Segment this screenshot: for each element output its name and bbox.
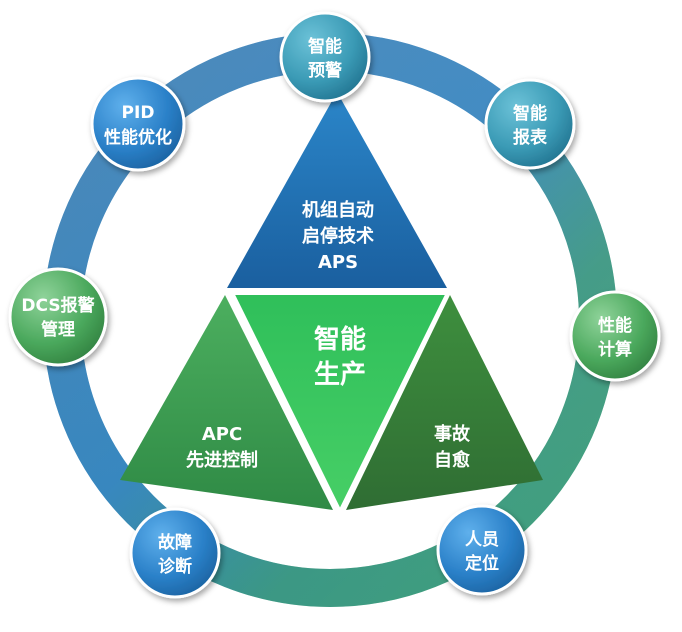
node-report-label-2: 报表: [513, 127, 548, 148]
node-personnel-location-label-2: 定位: [465, 553, 499, 574]
top-triangle-label-2: 启停技术: [302, 225, 374, 247]
node-fault-diagnosis-label-2: 诊断: [158, 556, 192, 577]
triangle-group: [120, 92, 543, 517]
node-warning-label-2: 预警: [308, 60, 342, 81]
left-triangle: [120, 295, 333, 510]
top-triangle-label-1: 机组自动: [302, 199, 374, 221]
node-dcs-alarm: DCS报警 管理: [8, 267, 108, 367]
node-performance-calc-label-1: 性能: [598, 315, 632, 336]
center-triangle: [228, 291, 452, 517]
node-fault-diagnosis: 故障 诊断: [129, 507, 221, 599]
node-personnel-location-circle: [436, 504, 528, 596]
node-report: 智能 报表: [484, 78, 576, 170]
node-warning: 智能 预警: [279, 11, 371, 103]
node-pid-optimization-label-2: 性能优化: [104, 127, 172, 148]
node-pid-optimization-label-1: PID: [122, 103, 155, 123]
node-report-circle: [484, 78, 576, 170]
node-report-label-1: 智能: [513, 103, 547, 124]
left-triangle-label-2: 先进控制: [186, 449, 258, 471]
center-label-1: 智能: [314, 324, 366, 355]
node-performance-calc: 性能 计算: [569, 290, 661, 382]
node-personnel-location: 人员 定位: [436, 504, 528, 596]
node-warning-label-1: 智能: [308, 36, 342, 57]
node-dcs-alarm-circle: [8, 267, 108, 367]
top-triangle-label-3: APS: [318, 252, 358, 273]
node-fault-diagnosis-label-1: 故障: [158, 532, 192, 553]
node-dcs-alarm-label-2: 管理: [41, 319, 75, 340]
node-performance-calc-circle: [569, 290, 661, 382]
node-pid-optimization-circle: [90, 76, 186, 172]
top-triangle: [227, 92, 447, 288]
right-triangle-label-1: 事故: [434, 423, 471, 445]
right-triangle-label-2: 自愈: [434, 449, 471, 471]
right-triangle: [346, 295, 543, 510]
node-performance-calc-label-2: 计算: [598, 339, 632, 360]
node-fault-diagnosis-circle: [129, 507, 221, 599]
node-warning-circle: [279, 11, 371, 103]
node-pid-optimization: PID 性能优化: [90, 76, 186, 172]
node-dcs-alarm-label-1: DCS报警: [21, 295, 94, 316]
left-triangle-label-1: APC: [202, 424, 242, 445]
node-personnel-location-label-1: 人员: [465, 530, 499, 550]
center-label-2: 生产: [314, 360, 366, 390]
